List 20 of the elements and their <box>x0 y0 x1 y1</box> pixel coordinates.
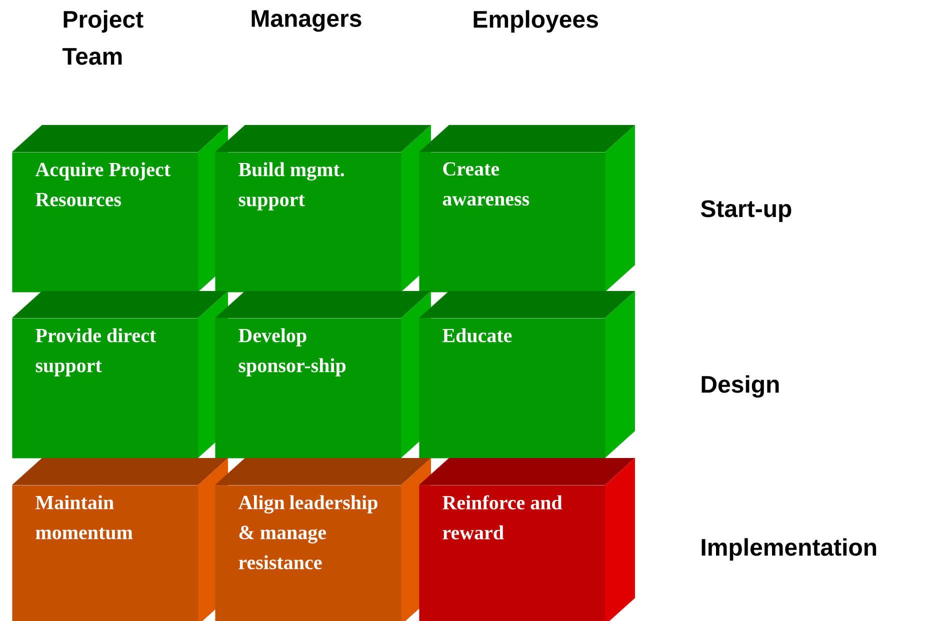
column-heading: Employees <box>474 10 598 33</box>
cube: Educate <box>419 291 635 458</box>
row-label: Start-up <box>700 200 792 222</box>
cube: Acquire Project Resources <box>12 125 228 292</box>
cube: Create awareness <box>419 125 635 292</box>
column-heading: Managers <box>252 10 362 32</box>
node-label: Build mgmt. support <box>238 162 344 210</box>
node-label: Provide direct support <box>36 328 156 376</box>
cube: Reinforce and reward <box>419 458 635 621</box>
row-label: Implementation <box>702 538 876 561</box>
cube: Maintain momentum <box>12 458 228 621</box>
row-label: Design <box>702 375 779 398</box>
node-label: Acquire Project Resources <box>35 162 170 206</box>
node-label: Develop sponsor-ship <box>238 328 346 376</box>
cube: Build mgmt. support <box>215 125 431 292</box>
cube: Develop sponsor-ship <box>215 291 431 458</box>
node-label: Maintain momentum <box>36 495 133 540</box>
cube: Provide direct support <box>12 291 228 458</box>
column-heading: Project Team <box>62 10 144 65</box>
cube: Align leadership & manage resistance <box>215 458 431 621</box>
